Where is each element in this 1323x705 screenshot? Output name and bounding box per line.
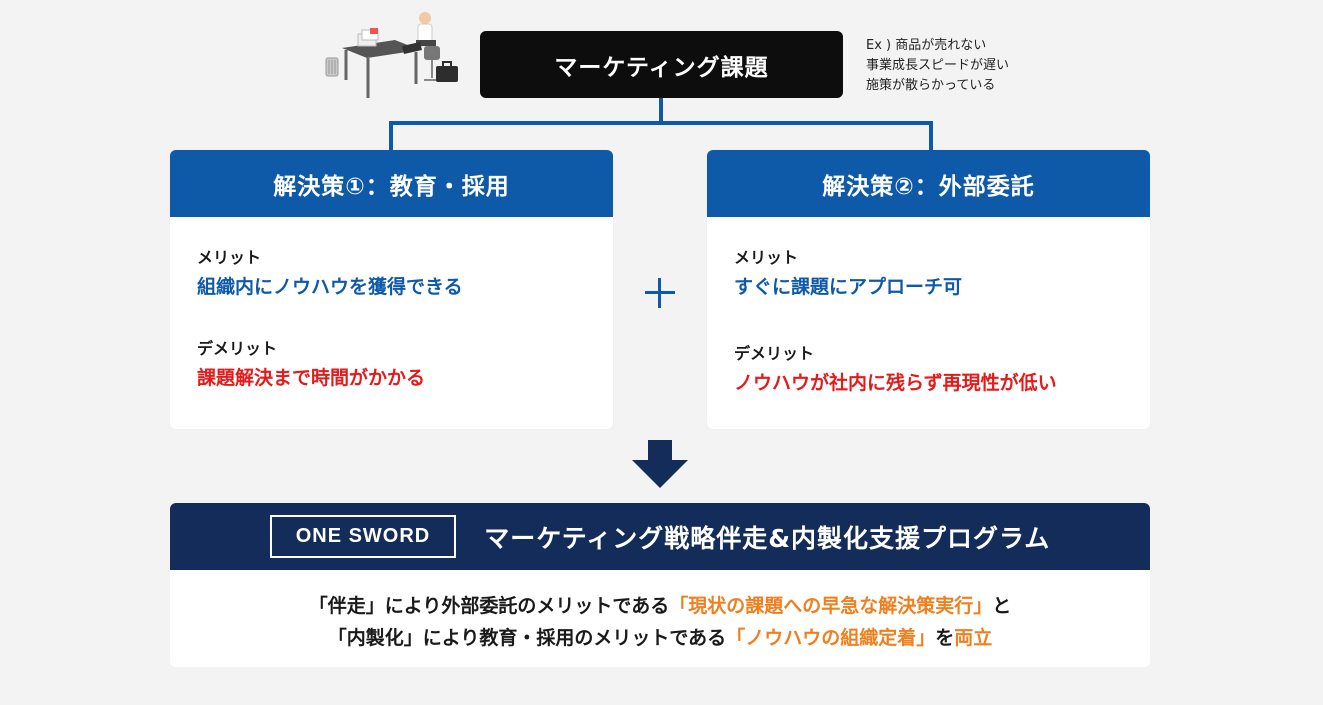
merit-text: すぐに課題にアプローチ可 xyxy=(734,276,963,298)
connector-horizontal xyxy=(389,121,933,125)
solution-title: 解決策②：外部委託 xyxy=(707,150,1150,217)
line2-text: 「内製化」により教育・採用のメリットである xyxy=(327,627,727,649)
demerit-label: デメリット xyxy=(734,344,815,363)
description-line-2: 「内製化」により教育・採用のメリットである「ノウハウの組織定着」を両立 xyxy=(170,622,1150,654)
demerit-text: 課題解決まで時間がかかる xyxy=(197,367,426,389)
program-box: ONE SWORD マーケティング戦略伴走&内製化支援プログラム 「伴走」により… xyxy=(170,503,1150,667)
description-line-1: 「伴走」により外部委託のメリットである「現状の課題への早急な解決策実行」と xyxy=(170,590,1150,622)
office-worker-illustration xyxy=(320,10,465,110)
program-title: マーケティング戦略伴走&内製化支援プログラム xyxy=(484,523,1051,553)
demerit-text: ノウハウが社内に残らず再現性が低い xyxy=(734,372,1057,394)
connector-vertical-top xyxy=(659,98,663,123)
line1-suffix: と xyxy=(992,595,1012,617)
line2-highlight: 「ノウハウの組織定着」 xyxy=(726,627,936,649)
connector-left-drop xyxy=(389,121,393,150)
solution-title: 解決策①：教育・採用 xyxy=(170,150,613,217)
issue-examples: Ex ) 商品が売れない 事業成長スピードが遅い 施策が散らかっている xyxy=(866,36,1009,96)
merit-label: メリット xyxy=(197,248,262,267)
example-item: 施策が散らかっている xyxy=(866,78,996,93)
brand-badge: ONE SWORD xyxy=(269,515,457,558)
connector-right-drop xyxy=(929,121,933,150)
solution-card-outsourcing: 解決策②：外部委託 メリット すぐに課題にアプローチ可 デメリット ノウハウが社… xyxy=(707,150,1150,429)
program-header: ONE SWORD マーケティング戦略伴走&内製化支援プログラム xyxy=(170,503,1150,570)
line1-highlight: 「現状の課題への早急な解決策実行」 xyxy=(669,595,993,617)
line2-mid: を xyxy=(935,627,955,649)
line1-text: 「伴走」により外部委託のメリットである xyxy=(308,595,670,617)
down-arrow-icon xyxy=(632,440,688,488)
merit-text: 組織内にノウハウを獲得できる xyxy=(197,276,463,298)
example-item: Ex ) 商品が売れない xyxy=(866,38,987,53)
demerit-label: デメリット xyxy=(197,339,278,358)
line2-highlight-2: 両立 xyxy=(954,627,993,649)
program-description: 「伴走」により外部委託のメリットである「現状の課題への早急な解決策実行」と 「内… xyxy=(170,570,1150,654)
example-item: 事業成長スピードが遅い xyxy=(866,58,1010,73)
merit-label: メリット xyxy=(734,248,799,267)
solution-card-education: 解決策①：教育・採用 メリット 組織内にノウハウを獲得できる デメリット 課題解… xyxy=(170,150,613,429)
plus-icon xyxy=(645,278,675,308)
marketing-issue-box: マーケティング課題 xyxy=(480,31,843,98)
